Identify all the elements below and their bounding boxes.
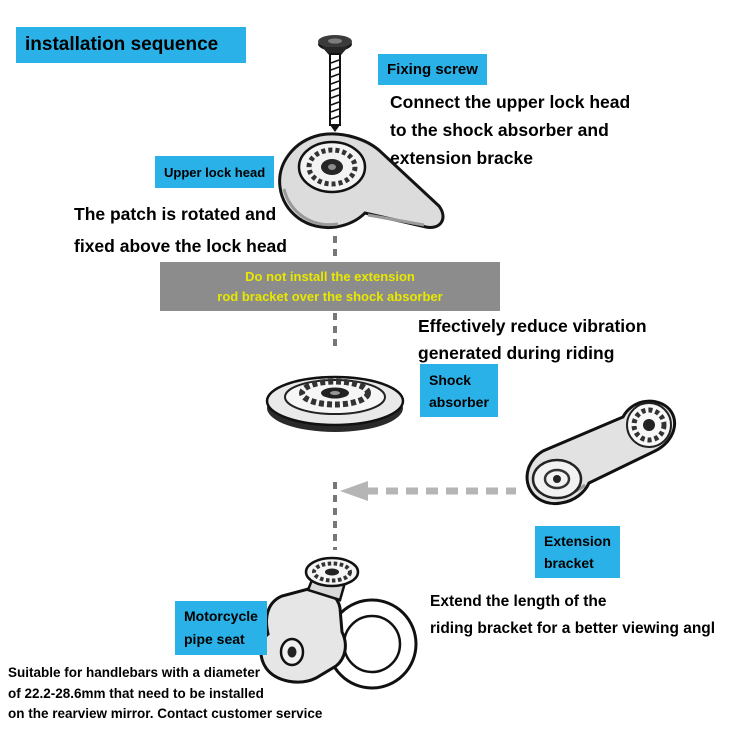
- label-text: pipe seat: [184, 631, 245, 647]
- footer-note: Suitable for handlebars with a diameter …: [8, 663, 322, 725]
- text-line: extension bracke: [390, 148, 533, 168]
- warning-line: Do not install the extension: [245, 268, 415, 284]
- label-shock-absorber: Shock absorber: [420, 364, 498, 417]
- text-line: The patch is rotated and: [74, 204, 277, 224]
- page-title: installation sequence: [16, 27, 246, 63]
- text-line: riding bracket for a better viewing angl: [430, 620, 716, 637]
- screw-threads: [330, 59, 340, 120]
- label-motorcycle-pipe-seat: Motorcycle pipe seat: [175, 601, 267, 655]
- gear-ring: [306, 147, 358, 187]
- label-extension-bracket: Extension bracket: [535, 526, 620, 578]
- arrowhead: [340, 481, 368, 501]
- connector-dashed-line: [333, 313, 337, 351]
- text-line: Suitable for handlebars with a diameter: [8, 665, 261, 680]
- gear-ring: [631, 407, 667, 443]
- desc-upper-lock-head: The patch is rotated and fixed above the…: [74, 198, 287, 262]
- fixing-screw-illustration: [318, 35, 352, 132]
- upper-lock-head-illustration: [278, 132, 445, 230]
- connector-dashed-line: [333, 482, 337, 550]
- extension-bracket-illustration: [525, 399, 677, 506]
- connector-dashed-line: [333, 236, 337, 264]
- label-text: Motorcycle: [184, 608, 258, 624]
- label-fixing-screw: Fixing screw: [378, 54, 487, 85]
- text-line: generated during riding: [418, 343, 615, 363]
- desc-fixing-screw: Connect the upper lock head to the shock…: [390, 88, 630, 172]
- arrow-left-dashed: [340, 481, 516, 501]
- text-line: on the rearview mirror. Contact customer…: [8, 706, 323, 721]
- motorcycle-pipe-seat-illustration: [259, 556, 418, 690]
- label-upper-lock-head: Upper lock head: [155, 156, 275, 188]
- gear-ring: [299, 378, 371, 408]
- text-line: to the shock absorber and: [390, 120, 609, 140]
- label-text: absorber: [429, 393, 489, 410]
- gear-ring: [312, 561, 352, 583]
- label-text: Extension: [544, 533, 611, 549]
- label-text: Upper lock head: [164, 164, 266, 180]
- label-text: bracket: [544, 555, 594, 571]
- desc-shock-absorber: Effectively reduce vibration generated d…: [418, 313, 647, 367]
- screw-tip: [330, 125, 340, 132]
- warning-banner: Do not install the extension rod bracket…: [160, 262, 500, 311]
- text-line: Effectively reduce vibration: [418, 316, 647, 336]
- text-line: fixed above the lock head: [74, 236, 287, 256]
- desc-extension-bracket: Extend the length of the riding bracket …: [430, 588, 715, 642]
- warning-line: rod bracket over the shock absorber: [217, 288, 443, 304]
- text-line: Connect the upper lock head: [390, 92, 631, 112]
- shock-absorber-illustration: [265, 375, 405, 432]
- label-text: Fixing screw: [387, 61, 478, 78]
- label-text: Shock: [429, 371, 472, 388]
- page-title-text: installation sequence: [25, 34, 219, 55]
- text-line: Extend the length of the: [430, 593, 607, 610]
- text-line: of 22.2-28.6mm that need to be installed: [8, 685, 264, 701]
